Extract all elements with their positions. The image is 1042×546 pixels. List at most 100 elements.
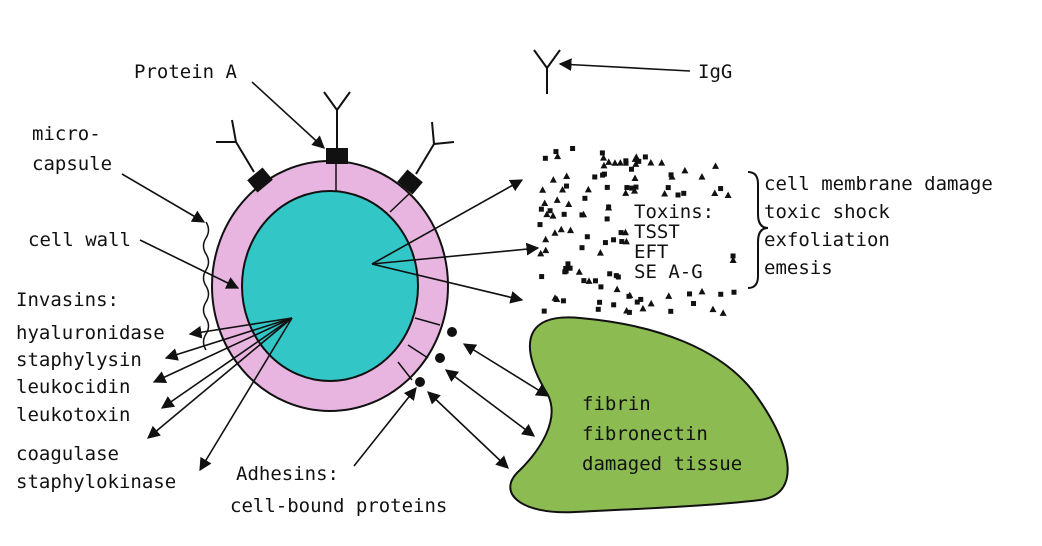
toxin-particle <box>559 185 567 193</box>
arrow-adhesins <box>353 386 417 467</box>
toxin-particle <box>661 190 669 197</box>
toxin-particle <box>613 273 619 279</box>
toxin-particle <box>668 172 674 178</box>
protein-a-block <box>397 169 423 195</box>
toxin-particle <box>626 309 632 315</box>
arrow-toxin-1 <box>371 179 524 265</box>
toxin-particle <box>681 166 689 174</box>
protein-a-block <box>326 148 348 164</box>
toxin-particle <box>729 256 737 264</box>
toxin-particle <box>634 299 640 305</box>
tissue-item: damaged tissue <box>582 453 742 475</box>
toxin-particle <box>619 239 625 245</box>
label-protein-a: Protein A <box>134 61 238 83</box>
toxin-particle <box>711 189 719 196</box>
toxin-particle <box>698 287 706 295</box>
toxin-particle <box>584 185 592 193</box>
toxin-particle <box>647 299 655 307</box>
toxin-particle <box>542 246 550 254</box>
toxins-heading: Toxins: <box>634 201 714 223</box>
toxin-particle <box>575 268 583 275</box>
toxin-particle <box>604 184 610 190</box>
toxin-particle <box>592 278 598 284</box>
antibody-arms <box>216 119 237 143</box>
toxin-particle <box>539 186 547 193</box>
toxin-particle <box>551 229 559 236</box>
microcapsule-squiggle <box>202 221 210 351</box>
arrow-invasin-6 <box>199 317 293 472</box>
toxin-particle <box>541 199 549 207</box>
toxin-particle <box>668 173 676 180</box>
toxin-particle <box>592 174 598 180</box>
toxin-particle <box>582 195 588 201</box>
arrow-invasin-3 <box>152 317 293 383</box>
wall-segment-line <box>414 317 441 326</box>
toxin-particle <box>561 211 567 217</box>
toxin-item: TSST <box>634 221 680 243</box>
toxin-particle <box>567 265 573 271</box>
toxin-particle <box>647 158 655 166</box>
toxin-particle <box>618 230 624 236</box>
toxin-particle <box>541 308 547 314</box>
toxin-particle <box>564 183 570 189</box>
toxin-particle <box>631 187 639 194</box>
toxin-particle <box>658 159 666 166</box>
toxin-particle <box>580 210 588 218</box>
wall-segment-line <box>397 361 413 381</box>
toxin-particle <box>565 200 573 207</box>
toxin-particle <box>543 210 551 218</box>
toxin-particle <box>724 191 732 198</box>
free-igg-antibody <box>533 49 561 94</box>
toxin-particle <box>686 291 692 297</box>
toxin-particle <box>642 154 648 160</box>
toxin-item: EFT <box>634 241 668 263</box>
toxin-particle <box>539 274 545 280</box>
toxin-particle <box>611 237 617 243</box>
tissue-item: fibronectin <box>582 423 708 445</box>
toxin-particle <box>638 296 644 302</box>
toxin-particle <box>542 235 550 243</box>
effect-item: cell membrane damage <box>764 173 993 195</box>
adhesin-dot <box>435 353 445 363</box>
toxin-item: SE A-G <box>634 261 703 283</box>
invasin-item: staphylysin <box>16 349 142 371</box>
label-micro: micro- <box>32 123 101 145</box>
toxin-particle <box>600 161 608 169</box>
toxin-particle <box>570 146 576 152</box>
toxin-particle <box>718 291 724 297</box>
arrow-cell-wall <box>139 239 240 289</box>
toxin-particle <box>622 189 630 196</box>
toxin-particle <box>631 155 639 162</box>
toxin-particle <box>563 268 569 274</box>
toxin-particle <box>613 285 621 293</box>
effects-brace <box>747 171 769 289</box>
toxin-particle <box>607 271 613 277</box>
toxin-particle <box>553 295 561 303</box>
wall-segment-line <box>407 344 429 359</box>
antibody-stem <box>415 143 435 175</box>
toxin-particle <box>565 261 571 267</box>
toxin-particle <box>665 185 671 191</box>
toxin-particle <box>623 158 629 164</box>
toxin-particle <box>731 289 737 295</box>
toxin-particle <box>624 185 630 191</box>
toxin-particle <box>712 162 720 169</box>
toxin-particle <box>606 204 612 210</box>
bacterial-cell <box>211 160 449 412</box>
toxin-particle-cloud <box>537 146 737 316</box>
invasin-item: coagulase <box>16 443 119 465</box>
toxin-particle <box>629 185 635 191</box>
label-capsule: capsule <box>32 153 112 175</box>
toxin-particle <box>597 299 603 305</box>
toxin-particle <box>602 240 608 246</box>
toxin-particle <box>611 159 619 166</box>
label-adhesins-sub: cell-bound proteins <box>230 495 447 517</box>
effect-item: exfoliation <box>764 229 890 251</box>
toxin-particle <box>616 159 624 166</box>
tissue-item: fibrin <box>582 393 651 415</box>
invasin-item: leukocidin <box>16 376 130 398</box>
arrow-igg <box>558 58 691 72</box>
toxin-particle <box>563 172 571 179</box>
toxin-particle <box>632 160 640 167</box>
